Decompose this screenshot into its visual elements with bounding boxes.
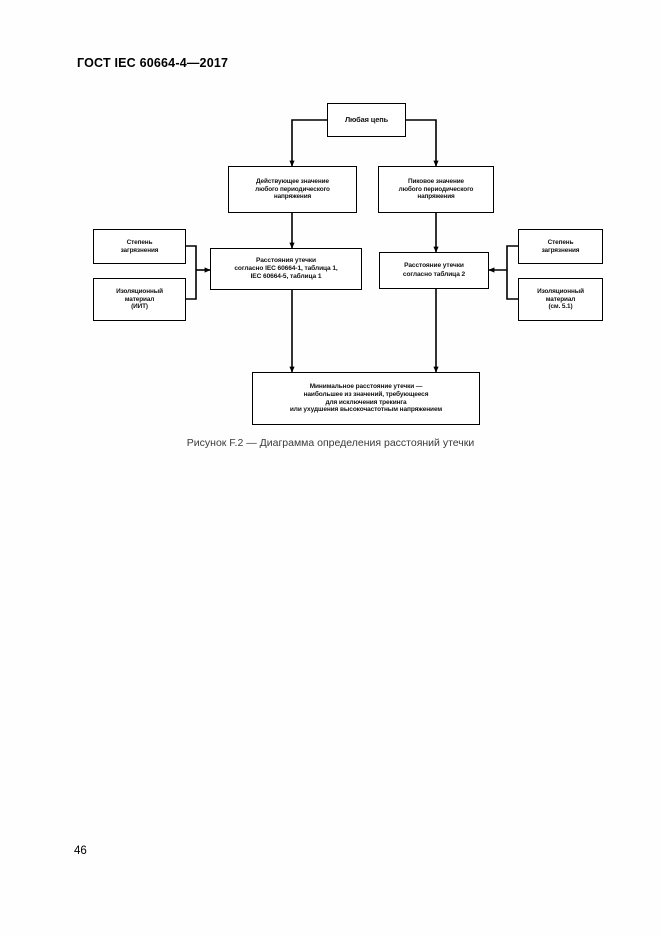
- figure-caption: Рисунок F.2 — Диаграмма определения расс…: [186, 437, 475, 449]
- node-insulating-material-right-label: Изоляционный материал (см. 5.1): [537, 287, 584, 311]
- node-pollution-degree-left: Степень загрязнения: [93, 229, 186, 264]
- node-insulating-material-left-label: Изоляционный материал (ИИТ): [116, 287, 163, 311]
- node-peak-voltage: Пиковое значение любого периодического н…: [378, 166, 494, 213]
- node-pollution-degree-right-label: Степень загрязнения: [541, 238, 580, 254]
- page-number: 46: [74, 845, 87, 857]
- node-creepage-table2-label: Расстояние утечки согласно таблица 2: [402, 262, 466, 278]
- node-result-label: Минимальное расстояние утечки — наибольш…: [289, 382, 443, 414]
- node-insulating-material-right: Изоляционный материал (см. 5.1): [518, 278, 603, 321]
- node-peak-voltage-label: Пиковое значение любого периодического н…: [398, 177, 474, 201]
- document-header: ГОСТ IEC 60664-4—2017: [77, 56, 229, 70]
- node-creepage-iec: Расстояния утечки согласно IEC 60664-1, …: [210, 248, 362, 290]
- node-pollution-degree-right: Степень загрязнения: [518, 229, 603, 264]
- node-result: Минимальное расстояние утечки — наибольш…: [252, 372, 480, 425]
- node-any-circuit: Любая цепь: [327, 103, 406, 137]
- node-creepage-iec-label: Расстояния утечки согласно IEC 60664-1, …: [234, 256, 338, 281]
- node-any-circuit-label: Любая цепь: [344, 115, 389, 125]
- node-rms-voltage-label: Действующее значение любого периодическо…: [255, 177, 330, 201]
- node-pollution-degree-left-label: Степень загрязнения: [120, 238, 159, 254]
- node-rms-voltage: Действующее значение любого периодическо…: [228, 166, 357, 213]
- node-creepage-table2: Расстояние утечки согласно таблица 2: [379, 252, 489, 289]
- node-insulating-material-left: Изоляционный материал (ИИТ): [93, 278, 186, 321]
